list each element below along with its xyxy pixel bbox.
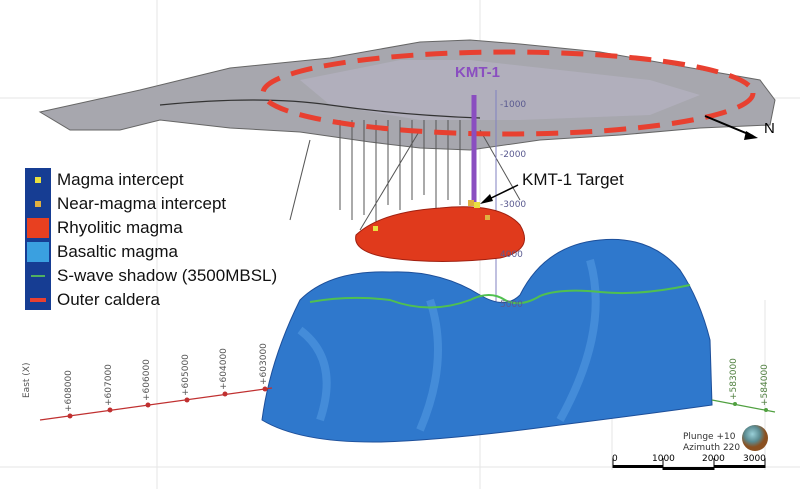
azimuth-label: Azimuth 220 [683,443,741,453]
dash-icon [30,297,46,302]
square-icon [35,176,41,183]
scale-tick: 3000 [743,454,766,464]
legend-item-rhyolitic-magma: Rhyolitic magma [25,216,183,239]
kmt1-target-label: KMT-1 Target [522,170,624,189]
east-axis-title: East (X) [22,362,32,398]
basaltic-magma-body [261,238,713,443]
outer-caldera-outline [260,49,756,137]
swatch-icon [27,241,49,262]
near-magma-intercept-marker [468,200,474,206]
legend-item-near-magma-intercept: Near-magma intercept [25,192,226,215]
east-axis-tick: +603000 [259,343,269,385]
plunge-label: Plunge +10 [683,432,736,442]
scale-tick: 1000 [652,454,675,464]
depth-tick: -2000 [500,150,527,160]
east-axis-line [39,387,273,421]
depth-tick: 4000 [500,250,523,260]
east-axis-tick: +606000 [142,359,152,401]
depth-tick: 5000 [500,300,523,310]
magma-intercept-marker [474,202,480,208]
depth-tick: -1000 [500,100,527,110]
square-icon [35,200,41,207]
drill-holes [289,120,521,231]
legend-item-basaltic-magma: Basaltic magma [25,240,178,263]
east-axis-tick: +608000 [64,370,74,412]
s-wave-shadow-line [309,284,691,309]
legend-item-outer-caldera: Outer caldera [25,288,160,311]
east-axis-tick: +605000 [181,354,191,396]
scale-tick: 2000 [702,454,725,464]
east-axis-markers [67,386,268,419]
north-arrow-icon [704,115,754,137]
scale-bar [612,458,766,470]
north-axis-tick: +584000 [760,364,770,406]
east-axis-tick: +604000 [219,348,229,390]
orientation-globe-icon [742,425,768,451]
scale-tick: 0 [612,454,618,464]
legend-item-s-wave-shadow: S-wave shadow (3500MBSL) [25,264,277,287]
north-axis-tick: +583000 [729,358,739,400]
rhyolitic-magma-body [355,206,525,262]
swatch-icon [27,217,49,238]
east-axis-tick: +607000 [104,364,114,406]
kmt1-label: KMT-1 [455,64,500,81]
depth-tick: -3000 [500,200,527,210]
legend-item-magma-intercept: Magma intercept [25,168,184,191]
north-label: N [764,120,775,137]
line-icon [31,274,45,277]
